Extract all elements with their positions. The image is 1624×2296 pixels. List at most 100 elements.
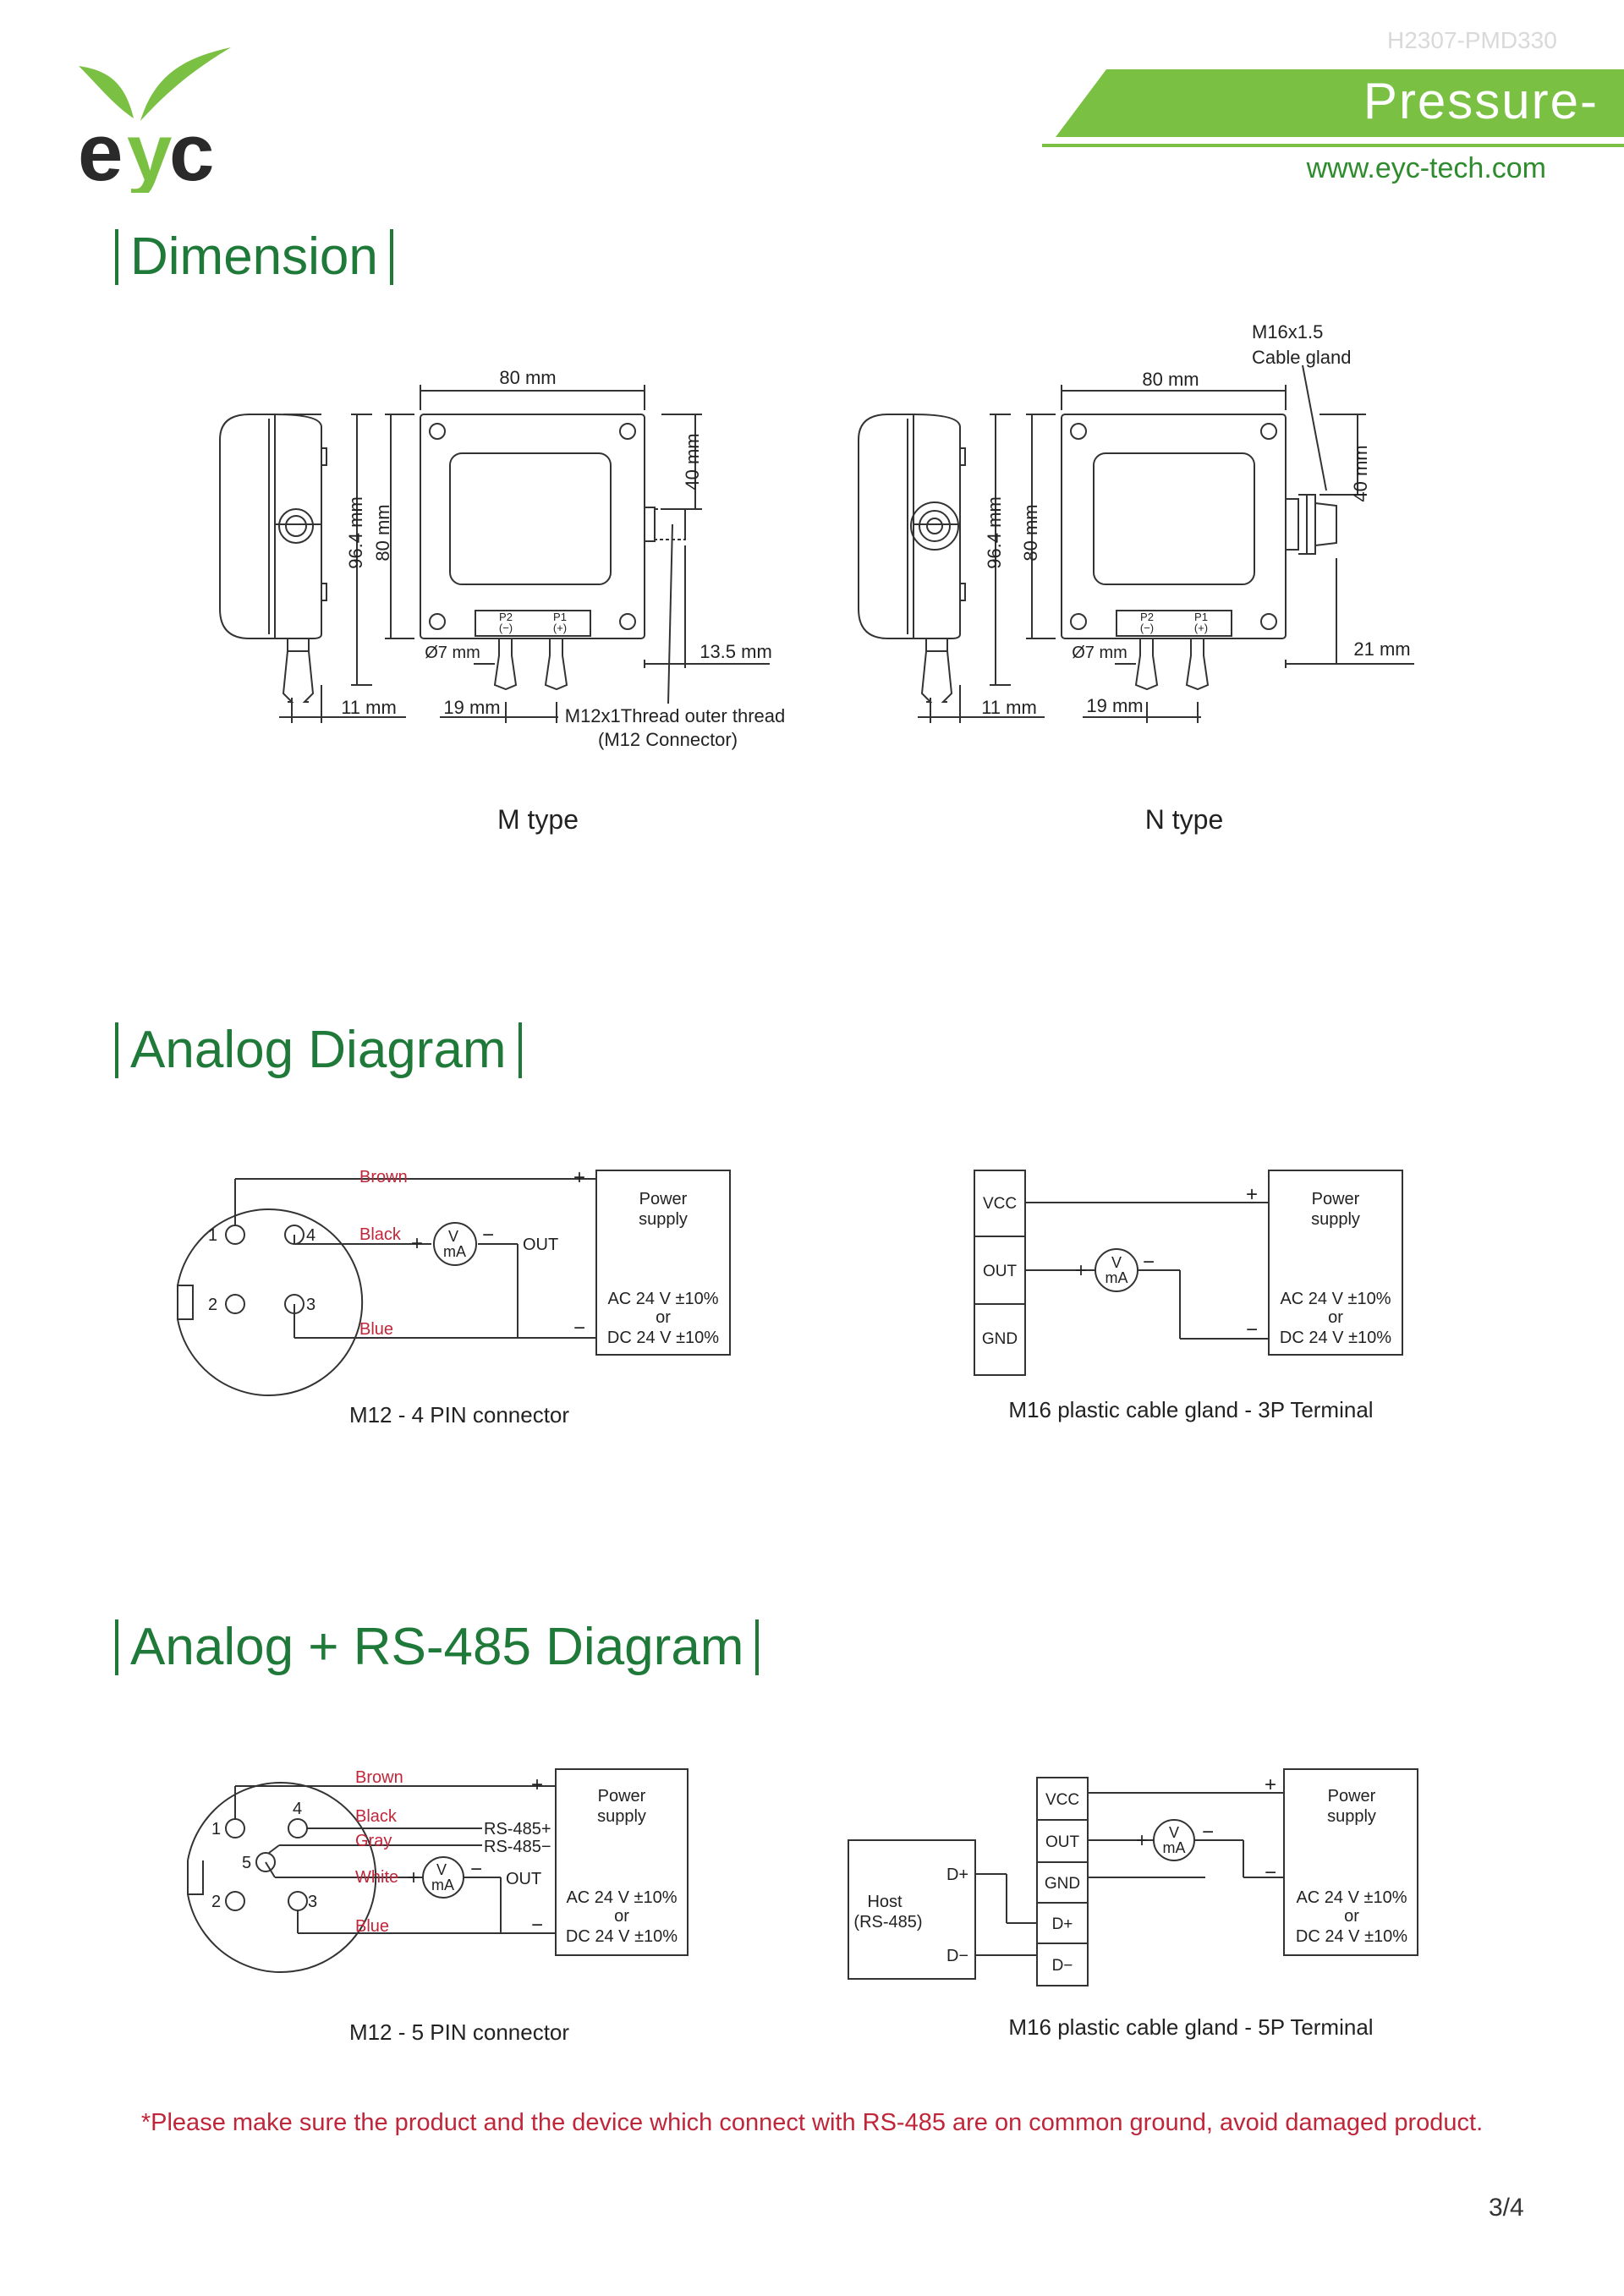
meter-v: V xyxy=(1111,1254,1122,1271)
power-supply-box xyxy=(595,1170,731,1356)
n-type-label: N type xyxy=(1145,804,1223,835)
terminal-dminus: D− xyxy=(1052,1957,1073,1975)
ground-warning-note: *Please make sure the product and the de… xyxy=(140,2109,1484,2136)
supply-plus: + xyxy=(573,1166,585,1189)
meter-icon xyxy=(1153,1819,1195,1861)
analog-wiring-diagram: Brown Black Blue 1 4 2 3 + − V mA OUT + … xyxy=(177,1166,1403,1427)
meter-icon xyxy=(1095,1248,1138,1292)
n-dim-gland-len: 21 mm xyxy=(1353,638,1410,660)
website-link[interactable]: www.eyc-tech.com xyxy=(1306,152,1546,184)
m-dim-width: 80 mm xyxy=(499,367,556,388)
supply-plus: + xyxy=(1246,1183,1258,1206)
host-dplus: D+ xyxy=(946,1866,968,1884)
supply-plus: + xyxy=(1265,1773,1276,1796)
host-box xyxy=(848,1839,976,1980)
meter-ma: mA xyxy=(443,1243,466,1260)
section-title-text: Analog Diagram xyxy=(130,1021,507,1079)
power-dc: DC 24 V ±10% xyxy=(1280,1329,1391,1347)
meter-ma: mA xyxy=(1163,1839,1186,1856)
m12-4pin-connector xyxy=(177,1285,194,1320)
n-side-tube xyxy=(920,650,953,703)
title-bar-right xyxy=(389,228,393,285)
m12-connector-side xyxy=(278,508,314,544)
n-port-p2-sign: (−) xyxy=(1140,622,1154,634)
meter-plus: + xyxy=(411,1232,423,1255)
rs485-minus-label: RS-485− xyxy=(484,1838,551,1856)
host-label-2: (RS-485) xyxy=(853,1913,922,1932)
banner-underline xyxy=(1042,144,1624,147)
power-supply-line2: supply xyxy=(597,1807,646,1826)
m16-3p-caption: M16 plastic cable gland - 3P Terminal xyxy=(1008,1397,1373,1422)
m-dim-side-height: 40 mm xyxy=(682,433,703,490)
n-port-p1-label: P1 xyxy=(1194,611,1208,623)
power-ac: AC 24 V ±10% xyxy=(566,1888,677,1907)
pin-5-label: 5 xyxy=(242,1854,251,1872)
meter-icon xyxy=(422,1856,464,1899)
m12-5pin-caption: M12 - 5 PIN connector xyxy=(349,2019,569,2045)
supply-minus: − xyxy=(1265,1861,1276,1884)
power-supply-box xyxy=(1283,1768,1418,1956)
power-supply-line1: Power xyxy=(1328,1787,1376,1806)
section-title-text: Dimension xyxy=(130,227,378,286)
m-port-p1-label: P1 xyxy=(553,611,567,623)
wire-brown-label: Brown xyxy=(355,1768,403,1787)
power-supply-box xyxy=(1268,1170,1403,1356)
n-side-body xyxy=(858,414,914,639)
wire-black-label: Black xyxy=(355,1807,398,1826)
out-label: OUT xyxy=(523,1236,558,1254)
n-front-body xyxy=(1061,414,1287,639)
wire-black-label: Black xyxy=(359,1225,402,1244)
meter-v: V xyxy=(436,1861,447,1878)
m-dim-side-depth: 11 mm xyxy=(341,697,397,718)
m-dim-port-spacing: 19 mm xyxy=(443,697,500,718)
pin-4-label: 4 xyxy=(306,1226,315,1245)
power-ac: AC 24 V ±10% xyxy=(607,1290,718,1308)
pin-4-label: 4 xyxy=(293,1800,302,1818)
meter-plus: + xyxy=(408,1866,420,1889)
pin-3-label: 3 xyxy=(308,1893,317,1911)
pin-1-label: 1 xyxy=(208,1226,217,1245)
m-dim-height-total: 96.4 mm xyxy=(345,496,366,569)
n-port-p2 xyxy=(1134,638,1159,691)
pin-1-label: 1 xyxy=(211,1820,221,1838)
n-port-p2-label: P2 xyxy=(1140,611,1154,623)
meter-minus: − xyxy=(1143,1251,1155,1274)
power-or: or xyxy=(656,1308,671,1327)
title-bar-left xyxy=(115,228,118,285)
section-title-text: Analog + RS-485 Diagram xyxy=(130,1618,744,1676)
n-gland-label-2: Cable gland xyxy=(1252,347,1351,368)
pin-2-label: 2 xyxy=(208,1296,217,1314)
out-label: OUT xyxy=(506,1870,541,1888)
pin-3-label: 3 xyxy=(306,1296,315,1314)
meter-minus: − xyxy=(470,1858,482,1881)
power-supply-line1: Power xyxy=(598,1787,646,1806)
m-port-p1 xyxy=(544,638,568,691)
power-supply-line2: supply xyxy=(1327,1807,1376,1826)
title-bar-left xyxy=(115,1619,118,1675)
power-supply-line1: Power xyxy=(639,1190,688,1208)
n-dim-side-height: 40 mm xyxy=(1350,445,1371,501)
supply-minus: − xyxy=(531,1914,543,1937)
power-supply-line2: supply xyxy=(639,1210,688,1229)
wire-gray-label: Gray xyxy=(355,1832,392,1850)
title-bar-right xyxy=(755,1619,760,1675)
meter-minus: − xyxy=(482,1224,494,1247)
host-label-1: Host xyxy=(867,1893,903,1911)
section-title-dimension: Dimension xyxy=(115,227,405,288)
title-bar-left xyxy=(115,1022,118,1078)
n-dim-height-body: 80 mm xyxy=(1020,504,1041,561)
terminal-block-5p xyxy=(1036,1777,1089,1986)
power-supply-line2: supply xyxy=(1311,1210,1360,1229)
power-dc: DC 24 V ±10% xyxy=(607,1329,719,1347)
section-title-analog: Analog Diagram xyxy=(115,1020,534,1082)
terminal-dplus: D+ xyxy=(1052,1915,1073,1933)
title-banner xyxy=(1056,69,1624,137)
terminal-gnd: GND xyxy=(1045,1875,1080,1893)
terminal-vcc: VCC xyxy=(983,1195,1017,1213)
meter-plus: + xyxy=(1136,1829,1148,1852)
m-dim-tube: Ø7 mm xyxy=(425,644,480,662)
n-dim-width: 80 mm xyxy=(1142,369,1199,390)
m12-connector-front xyxy=(644,507,656,542)
wire-brown-label: Brown xyxy=(359,1168,408,1186)
m-side-body xyxy=(219,414,276,639)
